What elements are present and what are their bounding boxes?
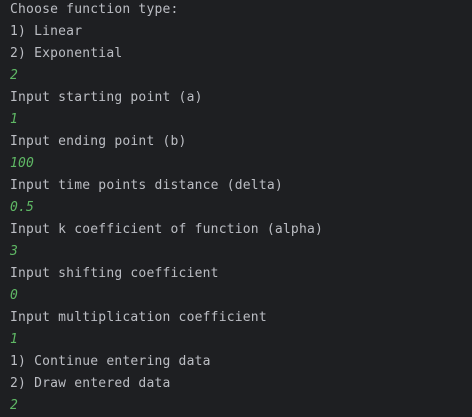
prompt-delta: Input time points distance (delta) (10, 178, 283, 193)
user-input-alpha: 3 (10, 244, 19, 259)
prompt-alpha: Input k coefficient of function (alpha) (10, 222, 324, 237)
prompt-shifting-coefficient: Input shifting coefficient (10, 266, 219, 281)
prompt-ending-point: Input ending point (b) (10, 134, 187, 149)
user-input-shifting-coefficient: 0 (10, 288, 19, 303)
option-continue-entering-data: 1) Continue entering data (10, 354, 211, 369)
option-linear: 1) Linear (10, 24, 83, 39)
user-input-menu-choice: 2 (10, 398, 19, 413)
user-input-ending-point: 100 (10, 156, 35, 171)
prompt-choose-function-type: Choose function type: (10, 2, 179, 17)
prompt-multiplication-coefficient: Input multiplication coefficient (10, 310, 267, 325)
user-input-delta: 0.5 (10, 200, 35, 215)
user-input-function-type: 2 (10, 68, 19, 83)
option-exponential: 2) Exponential (10, 46, 123, 61)
user-input-multiplication-coefficient: 1 (10, 332, 19, 347)
option-draw-entered-data: 2) Draw entered data (10, 376, 171, 391)
prompt-starting-point: Input starting point (a) (10, 90, 203, 105)
user-input-starting-point: 1 (10, 112, 19, 127)
